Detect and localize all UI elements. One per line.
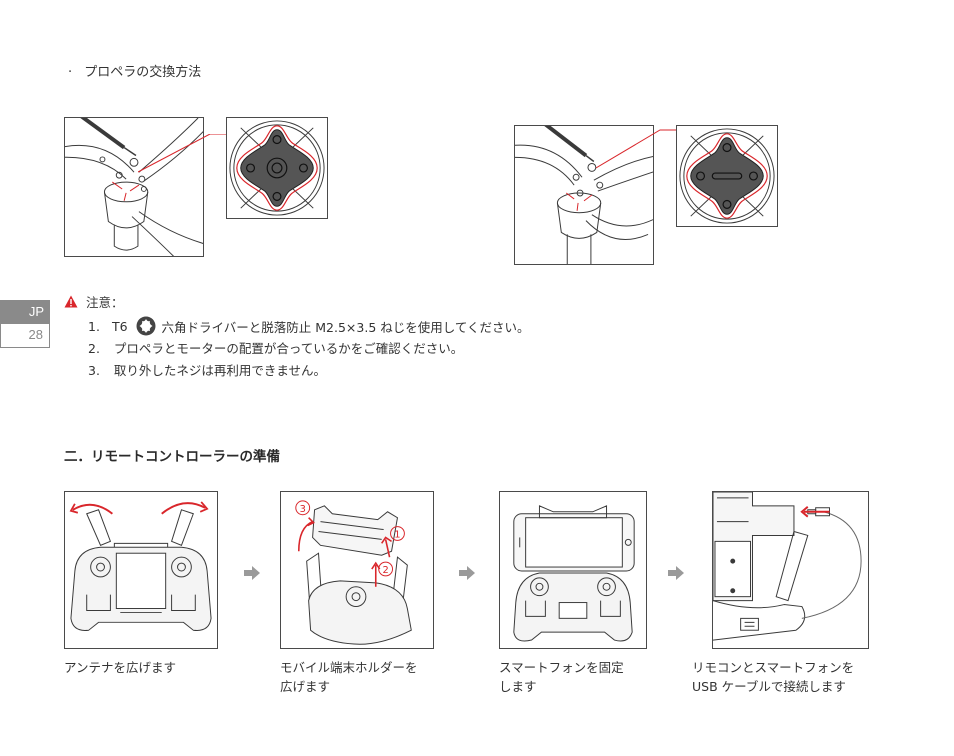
note-number: 2. [88, 341, 100, 356]
caption-line: 広げます [280, 679, 331, 694]
step-2-illustration: 3 1 2 [280, 491, 434, 649]
callout-line-2 [596, 129, 680, 169]
right-arrow-icon [459, 566, 475, 580]
torx-t6-icon [136, 316, 156, 336]
right-arrow-icon [244, 566, 260, 580]
caption-line: アンテナを広げます [64, 660, 177, 675]
step-3-illustration [499, 491, 647, 649]
right-arrow-icon [668, 566, 684, 580]
note-text: 六角ドライバーと脱落防止 M2.5×3.5 ねじを使用してください。 [161, 319, 530, 335]
step-1-illustration [64, 491, 218, 649]
note-text: プロペラとモーターの配置が合っているかをご確認ください。 [113, 341, 464, 356]
warning-triangle-icon [64, 295, 78, 308]
note-item-2: 2. プロペラとモーターの配置が合っているかをご確認ください。 [88, 338, 463, 357]
callout-line-1 [138, 134, 228, 173]
note-text: 取り外したネジは再利用できません。 [113, 363, 327, 378]
caption-line: リモコンとスマートフォンを [692, 660, 855, 675]
note-number: 1. [88, 318, 100, 334]
caption-line: USB ケーブルで接続します [692, 679, 846, 694]
note-tool-label: T6 [111, 318, 128, 334]
notes-heading: 注意： [64, 292, 124, 311]
caption-line: スマートフォンを固定 [499, 660, 624, 675]
step-marker-2: 2 [382, 565, 388, 576]
section1-title: プロペラの交換方法 [84, 65, 202, 80]
section1-heading: · プロペラの交換方法 [68, 61, 201, 80]
note-number: 3. [88, 363, 100, 378]
step-marker-1: 1 [394, 529, 400, 540]
propeller-illustration-2 [514, 125, 654, 265]
step-4-illustration [712, 491, 869, 649]
step-2-caption: モバイル端末ホルダーを 広げます [280, 658, 418, 696]
caption-line: します [499, 679, 537, 694]
propeller-detail-2 [676, 125, 778, 227]
section2-title: 二．リモートコントローラーの準備 [64, 449, 280, 465]
bullet: · [68, 65, 73, 80]
propeller-detail-1 [226, 117, 328, 219]
language-page-tab: JP 28 [0, 300, 50, 348]
notes-heading-text: 注意： [86, 295, 124, 310]
step-4-caption: リモコンとスマートフォンを USB ケーブルで接続します [692, 658, 854, 696]
step-3-caption: スマートフォンを固定 します [499, 658, 624, 696]
step-1-caption: アンテナを広げます [64, 658, 176, 677]
step-marker-3: 3 [300, 504, 306, 515]
note-item-1: 1. T6 六角ドライバーと脱落防止 M2.5×3.5 ねじを使用してください。 [88, 316, 530, 336]
propeller-illustration-1 [64, 117, 204, 257]
caption-line: モバイル端末ホルダーを [280, 660, 418, 675]
note-item-3: 3. 取り外したネジは再利用できません。 [88, 360, 326, 379]
language-label: JP [0, 300, 50, 324]
page-number: 28 [0, 324, 50, 348]
